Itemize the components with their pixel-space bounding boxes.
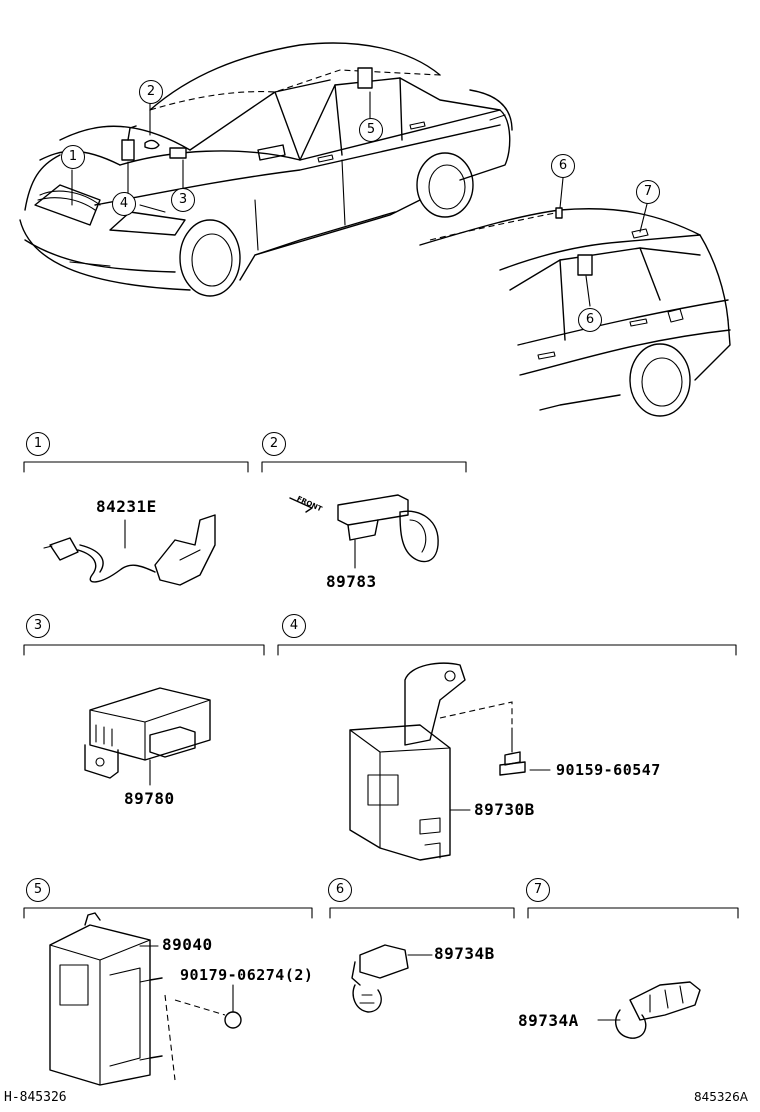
callout-1: 1: [61, 145, 85, 169]
section-brackets: [23, 461, 739, 919]
callout-6-upper: 6: [551, 154, 575, 178]
part-89730b-drawing: [349, 662, 551, 861]
part-number-89780: 89780: [124, 789, 175, 808]
part-number-84231e: 84231E: [96, 497, 157, 516]
wagon-illustration: [419, 177, 731, 417]
section-1-number: 1: [26, 432, 50, 456]
footer-diagram-id: H-845326: [4, 1090, 67, 1105]
part-89040-drawing: [49, 912, 242, 1086]
part-number-89734b: 89734B: [434, 944, 495, 963]
part-number-89040: 89040: [162, 935, 213, 954]
part-89734b-drawing: [351, 944, 433, 1013]
section-6-number: 6: [328, 878, 352, 902]
part-89783-drawing: [289, 494, 439, 569]
part-89780-drawing: [84, 687, 211, 786]
sedan-illustration: [19, 42, 513, 297]
part-number-89783: 89783: [326, 572, 377, 591]
section-7-number: 7: [526, 878, 550, 902]
callout-6-lower: 6: [578, 308, 602, 332]
section-4-number: 4: [282, 614, 306, 638]
part-84231e-drawing: [43, 514, 216, 586]
section-5-number: 5: [26, 878, 50, 902]
part-89734a-drawing: [597, 981, 701, 1039]
callout-5: 5: [359, 118, 383, 142]
footer-image-id: 845326A: [694, 1090, 749, 1104]
part-number-90159-60547: 90159-60547: [556, 761, 661, 779]
part-number-89730b: 89730B: [474, 800, 535, 819]
callout-4: 4: [112, 192, 136, 216]
callout-3: 3: [171, 188, 195, 212]
section-2-number: 2: [262, 432, 286, 456]
section-3-number: 3: [26, 614, 50, 638]
part-number-89734a: 89734A: [518, 1011, 579, 1030]
callout-7: 7: [636, 180, 660, 204]
callout-2: 2: [139, 80, 163, 104]
part-number-90179-06274: 90179-06274(2): [180, 966, 314, 984]
